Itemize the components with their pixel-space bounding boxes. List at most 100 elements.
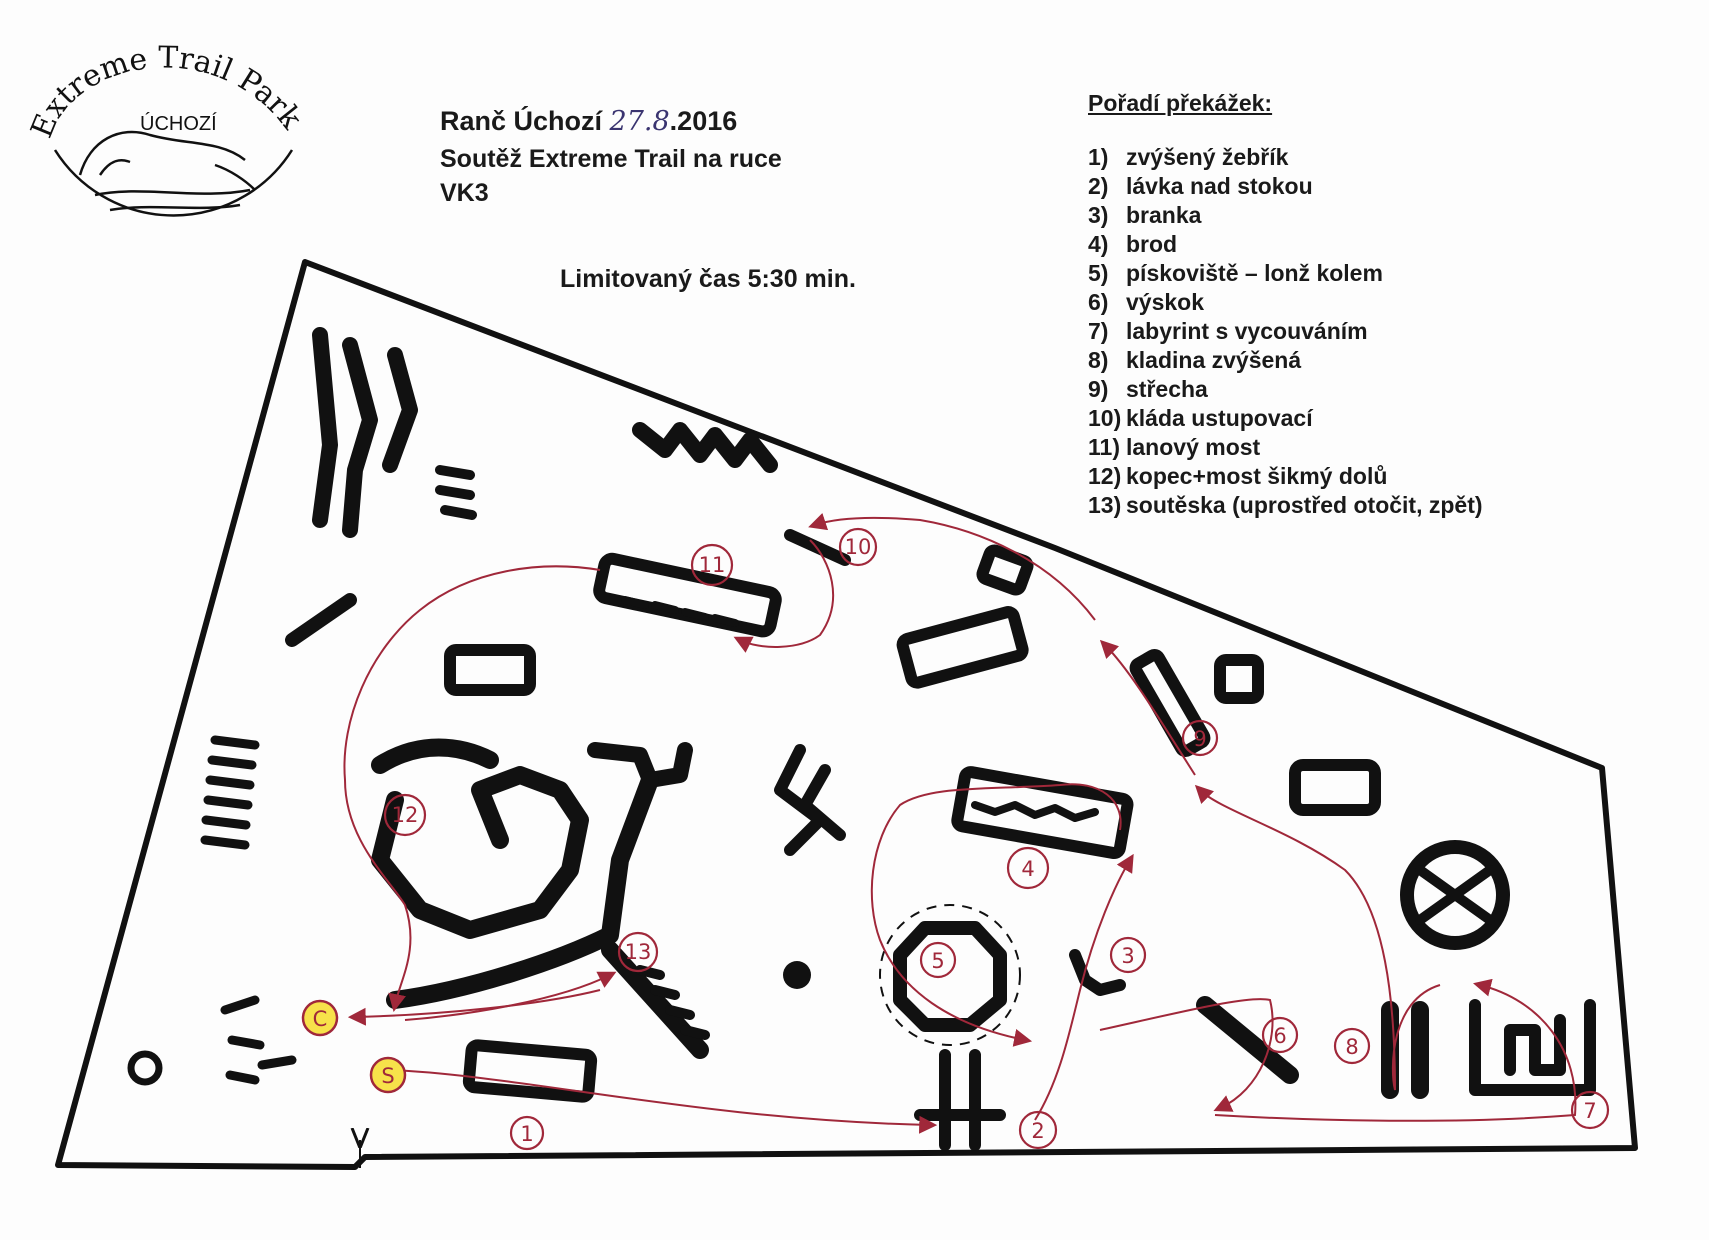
- number-label-11-text: 11: [699, 553, 726, 577]
- horse-logo-icon: [78, 130, 256, 212]
- header-title: Ranč Úchozí: [440, 106, 603, 136]
- obstacle-list-item-number: 5): [1088, 260, 1109, 286]
- obstacle-list-item-number: 7): [1088, 318, 1109, 344]
- obstacle-list-item-label: střecha: [1126, 376, 1208, 402]
- obstacle-footbridge: [914, 1049, 1006, 1151]
- obstacle-gorge-slats: [635, 965, 710, 1040]
- header-year: .2016: [669, 106, 738, 136]
- obstacle-list-item-number: 10): [1088, 405, 1122, 431]
- route-segment-7: [1214, 978, 1577, 1122]
- number-label-12-text: 12: [392, 803, 419, 827]
- obstacle-list-item-label: pískoviště – lonž kolem: [1126, 260, 1383, 286]
- obstacle-list-item: 10)kláda ustupovací: [1088, 404, 1483, 433]
- obstacle-raised-ladder: [462, 1039, 598, 1103]
- obstacle-hill: [371, 738, 589, 939]
- obstacle-list-item: 13)soutěska (uprostřed otočit, zpět): [1088, 491, 1483, 520]
- number-label-3: [1109, 936, 1147, 974]
- route-segment-6: [1099, 998, 1274, 1112]
- obstacle-list-item: 4) brod: [1088, 230, 1483, 259]
- number-label-7: [1570, 1090, 1610, 1130]
- route-segment-10: [808, 513, 1096, 621]
- obstacle-round-feature-cross: [1415, 865, 1495, 925]
- obstacle-box-top-right: [976, 544, 1034, 596]
- obstacle-list-item: 11)lanový most: [1088, 433, 1483, 462]
- number-label-2: [1018, 1110, 1058, 1150]
- number-label-7-text: 7: [1583, 1099, 1596, 1123]
- obstacle-log-left: [285, 593, 357, 647]
- obstacle-chicane: [774, 744, 846, 856]
- time-limit: Limitovaný čas 5:30 min.: [560, 265, 856, 293]
- obstacle-l-shape: [587, 742, 693, 788]
- number-label-9: [1181, 719, 1219, 757]
- obstacle-steps-left: [200, 735, 260, 850]
- start-marker-label: S: [381, 1064, 394, 1088]
- number-label-6: [1261, 1016, 1299, 1054]
- obstacle-list-item-number: 4): [1088, 231, 1109, 257]
- obstacle-list-item-number: 8): [1088, 347, 1109, 373]
- number-label-8: [1333, 1027, 1371, 1065]
- obstacle-box-far-right: [1289, 759, 1381, 816]
- obstacle-post-corner: [127, 1050, 163, 1086]
- number-label-5-text: 5: [931, 949, 944, 973]
- number-label-1: [509, 1115, 545, 1151]
- route-segment-start: [389, 1069, 938, 1134]
- obstacle-list-item-number: 1): [1088, 144, 1109, 170]
- obstacle-list-item-label: brod: [1126, 231, 1178, 257]
- course-route: [343, 513, 1577, 1134]
- number-label-2-text: 2: [1031, 1119, 1044, 1143]
- obstacle-raised-beam: [1381, 1001, 1429, 1099]
- number-label-4: [1006, 846, 1050, 890]
- obstacle-list-item: 8)kladina zvýšená: [1088, 346, 1483, 375]
- obstacle-rope-bridge: [593, 552, 782, 638]
- obstacle-list-item-number: 13): [1088, 492, 1122, 518]
- obstacle-list-item: 9) střecha: [1088, 375, 1483, 404]
- obstacle-list-item: 3)branka: [1088, 201, 1483, 230]
- obstacle-list-item-number: 3): [1088, 202, 1109, 228]
- obstacle-box-mid-left: [444, 644, 536, 696]
- number-label-10-text: 10: [845, 535, 872, 559]
- number-label-13: [617, 931, 659, 973]
- obstacle-list-item-label: kláda ustupovací: [1126, 405, 1313, 431]
- number-label-8-text: 8: [1345, 1035, 1358, 1059]
- obstacle-list-item-label: výskok: [1126, 289, 1205, 315]
- obstacle-trees-left: [312, 327, 418, 538]
- number-label-11: [690, 543, 734, 587]
- route-segment-9-up: [1099, 639, 1196, 776]
- number-label-10: [838, 527, 878, 567]
- obstacle-labyrinth: [1469, 999, 1596, 1096]
- route-segment-finish: [347, 989, 601, 1026]
- obstacle-list-item-number: 2): [1088, 173, 1109, 199]
- header-line-1: Ranč Úchozí 27.8.2016: [440, 104, 737, 139]
- number-label-3-text: 3: [1121, 944, 1134, 968]
- obstacle-gate: [1069, 949, 1126, 996]
- obstacle-list-item-label: labyrint s vycouváním: [1126, 318, 1368, 344]
- start-marker: [369, 1056, 407, 1094]
- route-segment-10-11: [733, 539, 835, 653]
- obstacle-list-item-label: kopec+most šikmý dolů: [1126, 463, 1388, 489]
- obstacle-list-item-number: 9): [1088, 376, 1109, 402]
- finish-marker: [301, 999, 339, 1037]
- obstacle-rope-bridge-slats: [621, 596, 739, 627]
- number-label-12: [383, 793, 427, 837]
- obstacle-list-item: 5) pískoviště – lonž kolem: [1088, 259, 1483, 288]
- number-label-1-text: 1: [520, 1122, 533, 1146]
- obstacle-list-item-number: 11): [1088, 434, 1120, 460]
- park-logo: Extreme Trail Park ÚCHOZÍ: [24, 40, 309, 217]
- header-date-handwritten: 27.8: [609, 106, 670, 137]
- logo-sub-text: ÚCHOZÍ: [140, 112, 217, 135]
- obstacle-sandpit-lunge-circle: [879, 904, 1021, 1046]
- obstacle-list-item-label: soutěska (uprostřed otočit, zpět): [1126, 492, 1483, 518]
- obstacle-dot-center: [783, 961, 811, 989]
- obstacle-list-item-number: 6): [1088, 289, 1109, 315]
- obstacle-list-item-label: lávka nad stokou: [1126, 173, 1313, 199]
- route-segment-4-5: [870, 783, 1122, 1047]
- obstacle-sandpit: [893, 921, 1007, 1032]
- obstacle-jump: [1196, 996, 1299, 1084]
- obstacle-roof: [1129, 649, 1211, 757]
- obstacle-list-item: 7) labyrint s vycouváním: [1088, 317, 1483, 346]
- obstacles: [127, 327, 1596, 1151]
